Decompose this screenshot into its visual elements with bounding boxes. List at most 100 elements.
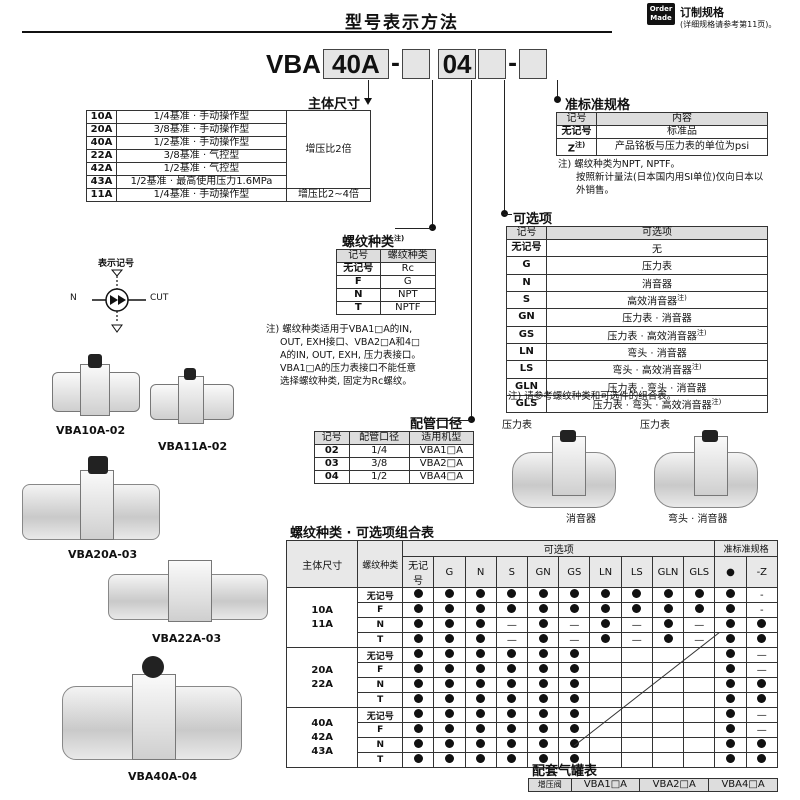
combo-cell: [714, 752, 747, 768]
model-dash-2: -: [508, 51, 518, 77]
main-size-desc: 1/2基准 · 最高使用压力1.6MPa: [116, 175, 287, 189]
combo-available-dot: [725, 589, 735, 598]
semi-std-head-content: 内容: [596, 112, 768, 126]
combo-head-options: 可选项: [402, 540, 716, 557]
combo-available-dot: [413, 649, 423, 658]
combo-cell: [526, 647, 560, 663]
combo-cell: [620, 752, 653, 768]
combo-available-dot: [538, 754, 548, 763]
combo-available-dot: [694, 604, 704, 613]
combo-available-dot: [663, 634, 673, 643]
combo-cell: [433, 632, 466, 648]
combo-available-dot: [444, 709, 454, 718]
main-size-ratio-a: 增压比2倍: [286, 110, 371, 189]
combo-cell: [620, 587, 653, 603]
combo-size: 10A 11A: [285, 587, 359, 648]
combo-thread: 无记号: [357, 707, 404, 723]
combo-cell: [589, 617, 622, 633]
main-size-code: 11A: [86, 188, 117, 202]
combo-available-dot: [476, 709, 486, 718]
combo-na: —: [631, 634, 642, 646]
combo-cell: [745, 752, 779, 768]
tank-head: 增压阀: [528, 778, 572, 792]
port-head-size: 配管口径: [348, 431, 410, 445]
options-note: 注) 请参考螺纹种类和可选件的组合表。: [508, 391, 677, 402]
combo-cell: -: [745, 587, 779, 603]
combo-available-dot: [725, 634, 735, 643]
booster-symbol-icon: [92, 269, 146, 333]
main-size-desc: 3/8基准 · 气控型: [116, 149, 287, 163]
combo-available-dot: [444, 679, 454, 688]
combo-cell: [745, 677, 779, 693]
combo-na-diagonal: [574, 632, 720, 746]
combo-available-dot: [725, 619, 735, 628]
thread-type: G: [379, 275, 437, 289]
product-image-vba20a: [22, 452, 162, 544]
combo-cell: [402, 647, 435, 663]
combo-available-dot: [507, 739, 517, 748]
connector-size: [368, 80, 369, 100]
combo-available-dot: [569, 664, 579, 673]
product-image-vba11a: [150, 368, 234, 426]
combo-cell: [495, 737, 528, 753]
combo-size: 40A 42A 43A: [285, 707, 359, 768]
combo-available-dot: [507, 694, 517, 703]
combo-cell: [402, 632, 435, 648]
combo-available-dot: [663, 589, 673, 598]
combo-available-dot: [725, 724, 735, 733]
port-model: VBA4□A: [408, 470, 475, 484]
combo-title: 螺纹种类 · 可选项组合表: [290, 526, 434, 541]
combo-available-dot: [444, 739, 454, 748]
thread-head-type: 螺纹种类: [379, 249, 437, 263]
combo-col-head: GLS: [683, 556, 716, 588]
combo-thread: F: [357, 722, 404, 738]
combo-head-thread: 螺纹种类: [357, 540, 404, 588]
combo-available-dot: [413, 754, 423, 763]
thread-code: T: [336, 301, 381, 315]
combo-available-dot: [538, 724, 548, 733]
callout-gauge-right: 压力表: [640, 420, 670, 431]
product-name-vba10a: VBA10A-02: [56, 424, 126, 437]
option-row: 无记号无: [506, 238, 768, 258]
main-size-code: 42A: [86, 162, 117, 176]
combo-cell: [433, 752, 466, 768]
combo-cell: [495, 707, 528, 723]
combo-na: —: [756, 709, 767, 721]
dot-semi: [554, 96, 561, 103]
order-made-note: (详细规格请参考第11页)。: [680, 20, 777, 29]
combo-cell: [464, 707, 497, 723]
tank-col-2: VBA4□A: [708, 778, 778, 792]
combo-available-dot: [569, 589, 579, 598]
combo-thread: F: [357, 602, 404, 618]
combo-thread: T: [357, 752, 404, 768]
combo-available-dot: [538, 664, 548, 673]
combo-available-dot: [569, 649, 579, 658]
main-size-code: 43A: [86, 175, 117, 189]
semi-std-label: 准标准规格: [565, 98, 631, 113]
combo-available-dot: [413, 694, 423, 703]
product-image-gauge-elbow-muffler: [650, 430, 762, 512]
option-code: LN: [506, 342, 547, 362]
port-size: 3/8: [348, 457, 410, 471]
page-title: 型号表示方法: [345, 13, 459, 33]
tank-col-0: VBA1□A: [570, 778, 641, 792]
port-head-code: 记号: [314, 431, 350, 445]
combo-available-dot: [413, 679, 423, 688]
combo-na: —: [694, 634, 705, 646]
combo-available-dot: [569, 739, 579, 748]
main-size-code: 22A: [86, 149, 117, 163]
combo-available-dot: [507, 649, 517, 658]
combo-available-dot: [538, 634, 548, 643]
combo-available-dot: [663, 604, 673, 613]
combo-cell: [433, 617, 466, 633]
combo-available-dot: [569, 724, 579, 733]
combo-cell: —: [620, 617, 653, 633]
semi-std-table: 记号 内容 无记号 标准品 Z注) 产品铭板与压力表的单位为psi: [556, 112, 768, 157]
combo-cell: [433, 692, 466, 708]
model-port-box: 04: [438, 49, 477, 79]
combo-na: —: [506, 634, 517, 646]
combo-cell: [589, 587, 622, 603]
